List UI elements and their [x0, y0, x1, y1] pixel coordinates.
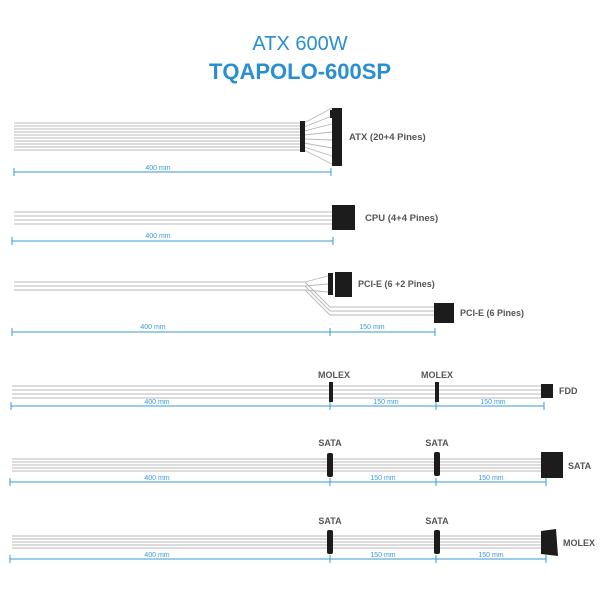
- pcie-8pin-label: PCI-E (6 +2 Pines): [358, 279, 435, 289]
- fdd-label: FDD: [559, 386, 578, 396]
- sata-length-label-main: 400 mm: [144, 475, 169, 482]
- pcie-wires: [14, 275, 434, 316]
- sata-2-connector: [434, 452, 440, 476]
- molex-2-connector: [435, 382, 439, 402]
- cpu-connector: [332, 205, 355, 230]
- molex-1-connector: [329, 382, 333, 402]
- pcie-length-label-main: 400 mm: [140, 324, 165, 331]
- sata-molex-length-label-segment-2: 150 mm: [478, 552, 503, 559]
- atx-length-label: 400 mm: [145, 165, 170, 172]
- sata-molex-wires: [12, 535, 541, 549]
- sata-length-label-segment-1: 150 mm: [370, 475, 395, 482]
- pcie-length-label-branch: 150 mm: [359, 324, 384, 331]
- atx-connector-label: ATX (20+4 Pines): [349, 132, 426, 143]
- cable-atx: ATX (20+4 Pines) 400 mm: [13, 107, 426, 176]
- sata-molex-length-label-main: 400 mm: [144, 552, 169, 559]
- molex-fdd-wires: [12, 385, 541, 399]
- fdd-connector: [541, 384, 553, 398]
- cable-pcie: PCI-E (6 +2 Pines) PCI-E (6 Pines) 400 m…: [11, 272, 524, 336]
- pcie-6pin-label: PCI-E (6 Pines): [460, 308, 524, 318]
- cpu-wires: [14, 211, 332, 225]
- cable-sata-molex: SATA SATA MOLEX 400 mm 150 mm 150 mm: [9, 516, 595, 563]
- molex-1-label: MOLEX: [318, 370, 350, 380]
- molex-length-label-segment-2: 150 mm: [480, 399, 505, 406]
- sata-molex-length-label-segment-1: 150 mm: [370, 552, 395, 559]
- atx-connector: [332, 108, 342, 166]
- molex-length-label-segment-1: 150 mm: [373, 399, 398, 406]
- sata-1-label: SATA: [318, 438, 342, 448]
- sata-4-connector: [434, 530, 440, 554]
- cable-molex-fdd: MOLEX MOLEX FDD 400 mm 150 mm 150 mm: [10, 370, 578, 410]
- cable-sata: SATA SATA SATA 400 mm 150 mm 150 mm: [9, 438, 592, 486]
- pcie-6pin-connector: [434, 303, 454, 323]
- sata-3-label: SATA: [318, 516, 342, 526]
- atx-wires: [14, 107, 333, 165]
- pcie-8pin-side-clip: [328, 273, 333, 295]
- molex-length-label-main: 400 mm: [144, 399, 169, 406]
- cpu-length-label: 400 mm: [145, 233, 170, 240]
- molex-end-label: MOLEX: [563, 538, 595, 548]
- title-model-power: ATX 600W: [252, 33, 348, 55]
- title-model-name: TQAPOLO-600SP: [208, 59, 392, 84]
- atx-connector-latch: [330, 110, 333, 118]
- molex-2-label: MOLEX: [421, 370, 453, 380]
- sata-end-label: SATA: [568, 461, 592, 471]
- sata-end-connector: [541, 452, 563, 478]
- sata-2-label: SATA: [425, 438, 449, 448]
- sata-3-connector: [327, 530, 333, 554]
- sata-wires: [12, 458, 541, 472]
- atx-cable-clip: [300, 121, 305, 152]
- pcie-8pin-connector: [335, 272, 352, 297]
- sata-1-connector: [327, 453, 333, 477]
- cable-cpu: CPU (4+4 Pines) 400 mm: [11, 205, 438, 245]
- cpu-connector-label: CPU (4+4 Pines): [365, 213, 438, 224]
- sata-4-label: SATA: [425, 516, 449, 526]
- molex-end-connector: [541, 529, 558, 556]
- sata-length-label-segment-2: 150 mm: [478, 475, 503, 482]
